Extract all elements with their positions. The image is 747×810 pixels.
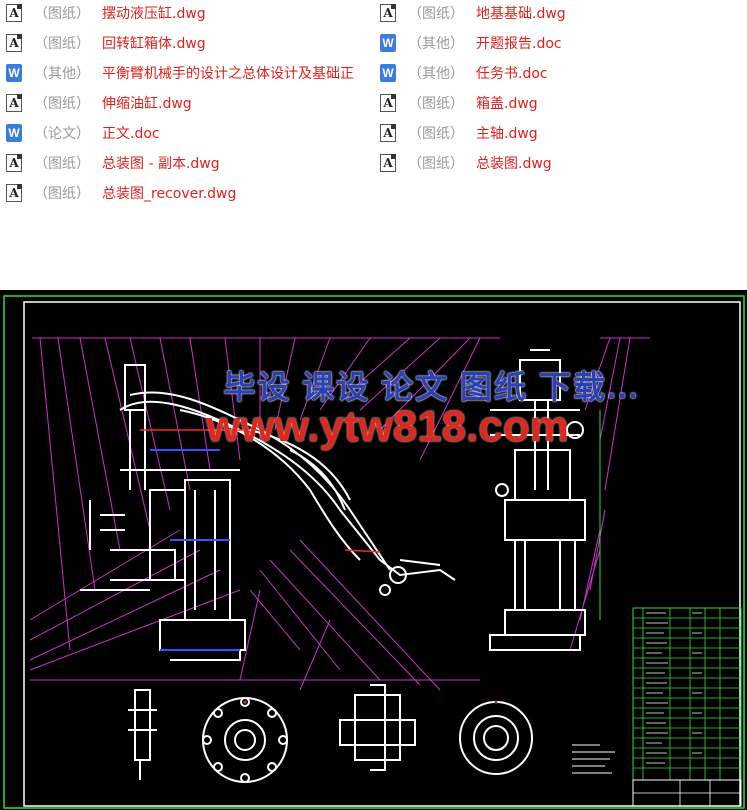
- file-name-link[interactable]: 伸缩油缸.dwg: [102, 96, 192, 112]
- technical-notes: [572, 744, 615, 774]
- parts-list-table: [632, 607, 742, 807]
- file-category: （其他）: [408, 36, 464, 52]
- file-item[interactable]: A （图纸） 回转缸箱体.dwg: [0, 30, 206, 56]
- file-category: （图纸）: [34, 6, 90, 22]
- file-item[interactable]: A （图纸） 总装图 - 副本.dwg: [0, 150, 220, 176]
- dwg-file-icon: A: [6, 184, 22, 202]
- file-name-link[interactable]: 总装图_recover.dwg: [102, 186, 237, 202]
- cad-drawing-preview[interactable]: 毕设 课设 论文 图纸 下载... www.ytw818.com: [0, 290, 747, 810]
- dwg-file-icon: A: [380, 124, 396, 142]
- dwg-file-icon: A: [380, 94, 396, 112]
- file-category: （图纸）: [408, 156, 464, 172]
- file-category: （其他）: [408, 66, 464, 82]
- leader-lines: [29, 337, 650, 691]
- file-item[interactable]: A （图纸） 伸缩油缸.dwg: [0, 90, 192, 116]
- file-category: （图纸）: [408, 126, 464, 142]
- file-name-link[interactable]: 地基基础.dwg: [476, 6, 566, 22]
- file-category: （图纸）: [408, 6, 464, 22]
- manipulator-side-view: [80, 364, 456, 661]
- drawing-inner-frame: [23, 301, 741, 807]
- red-centerlines: [140, 429, 381, 553]
- file-name-link[interactable]: 平衡臂机械手的设计之总体设计及基础正: [102, 66, 354, 82]
- manipulator-front-view: [489, 349, 586, 651]
- file-item[interactable]: W （其他） 任务书.doc: [374, 60, 548, 86]
- file-item[interactable]: A （图纸） 箱盖.dwg: [374, 90, 538, 116]
- file-item[interactable]: A （图纸） 主轴.dwg: [374, 120, 538, 146]
- file-category: （图纸）: [34, 186, 90, 202]
- file-list: A （图纸） 摆动液压缸.dwg A （图纸） 地基基础.dwg A （图纸） …: [0, 0, 747, 230]
- file-category: （其他）: [34, 66, 90, 82]
- word-file-icon: W: [380, 64, 396, 82]
- file-name-link[interactable]: 开题报告.doc: [476, 36, 562, 52]
- file-item[interactable]: W （其他） 平衡臂机械手的设计之总体设计及基础正: [0, 60, 354, 86]
- detail-view-shaft: [128, 689, 157, 780]
- dwg-file-icon: A: [6, 94, 22, 112]
- file-name-link[interactable]: 摆动液压缸.dwg: [102, 6, 206, 22]
- file-name-link[interactable]: 主轴.dwg: [476, 126, 538, 142]
- file-name-link[interactable]: 正文.doc: [102, 126, 160, 142]
- word-file-icon: W: [6, 64, 22, 82]
- file-category: （图纸）: [34, 156, 90, 172]
- dwg-file-icon: A: [6, 4, 22, 22]
- file-item[interactable]: A （图纸） 摆动液压缸.dwg: [0, 0, 206, 26]
- dwg-file-icon: A: [380, 4, 396, 22]
- detail-view-flange-left: [202, 697, 288, 783]
- dwg-file-icon: A: [380, 154, 396, 172]
- detail-marks: [243, 700, 498, 704]
- file-name-link[interactable]: 总装图.dwg: [476, 156, 552, 172]
- file-category: （论文）: [34, 126, 90, 142]
- word-file-icon: W: [6, 124, 22, 142]
- file-item[interactable]: W （其他） 开题报告.doc: [374, 30, 562, 56]
- file-item[interactable]: A （图纸） 地基基础.dwg: [374, 0, 566, 26]
- file-category: （图纸）: [408, 96, 464, 112]
- word-file-icon: W: [380, 34, 396, 52]
- file-name-link[interactable]: 箱盖.dwg: [476, 96, 538, 112]
- file-name-link[interactable]: 任务书.doc: [476, 66, 548, 82]
- file-item[interactable]: A （图纸） 总装图.dwg: [374, 150, 552, 176]
- detail-view-hub: [339, 684, 416, 771]
- file-name-link[interactable]: 回转缸箱体.dwg: [102, 36, 206, 52]
- detail-view-flange-right: [459, 701, 533, 775]
- dwg-file-icon: A: [6, 154, 22, 172]
- blue-detail-lines: [150, 449, 240, 651]
- file-category: （图纸）: [34, 96, 90, 112]
- cad-drawing-svg: [3, 295, 745, 809]
- file-item[interactable]: W （论文） 正文.doc: [0, 120, 160, 146]
- dwg-file-icon: A: [6, 34, 22, 52]
- drawing-outer-frame: [3, 295, 745, 809]
- file-category: （图纸）: [34, 36, 90, 52]
- file-item[interactable]: A （图纸） 总装图_recover.dwg: [0, 180, 236, 206]
- file-name-link[interactable]: 总装图 - 副本.dwg: [102, 156, 220, 172]
